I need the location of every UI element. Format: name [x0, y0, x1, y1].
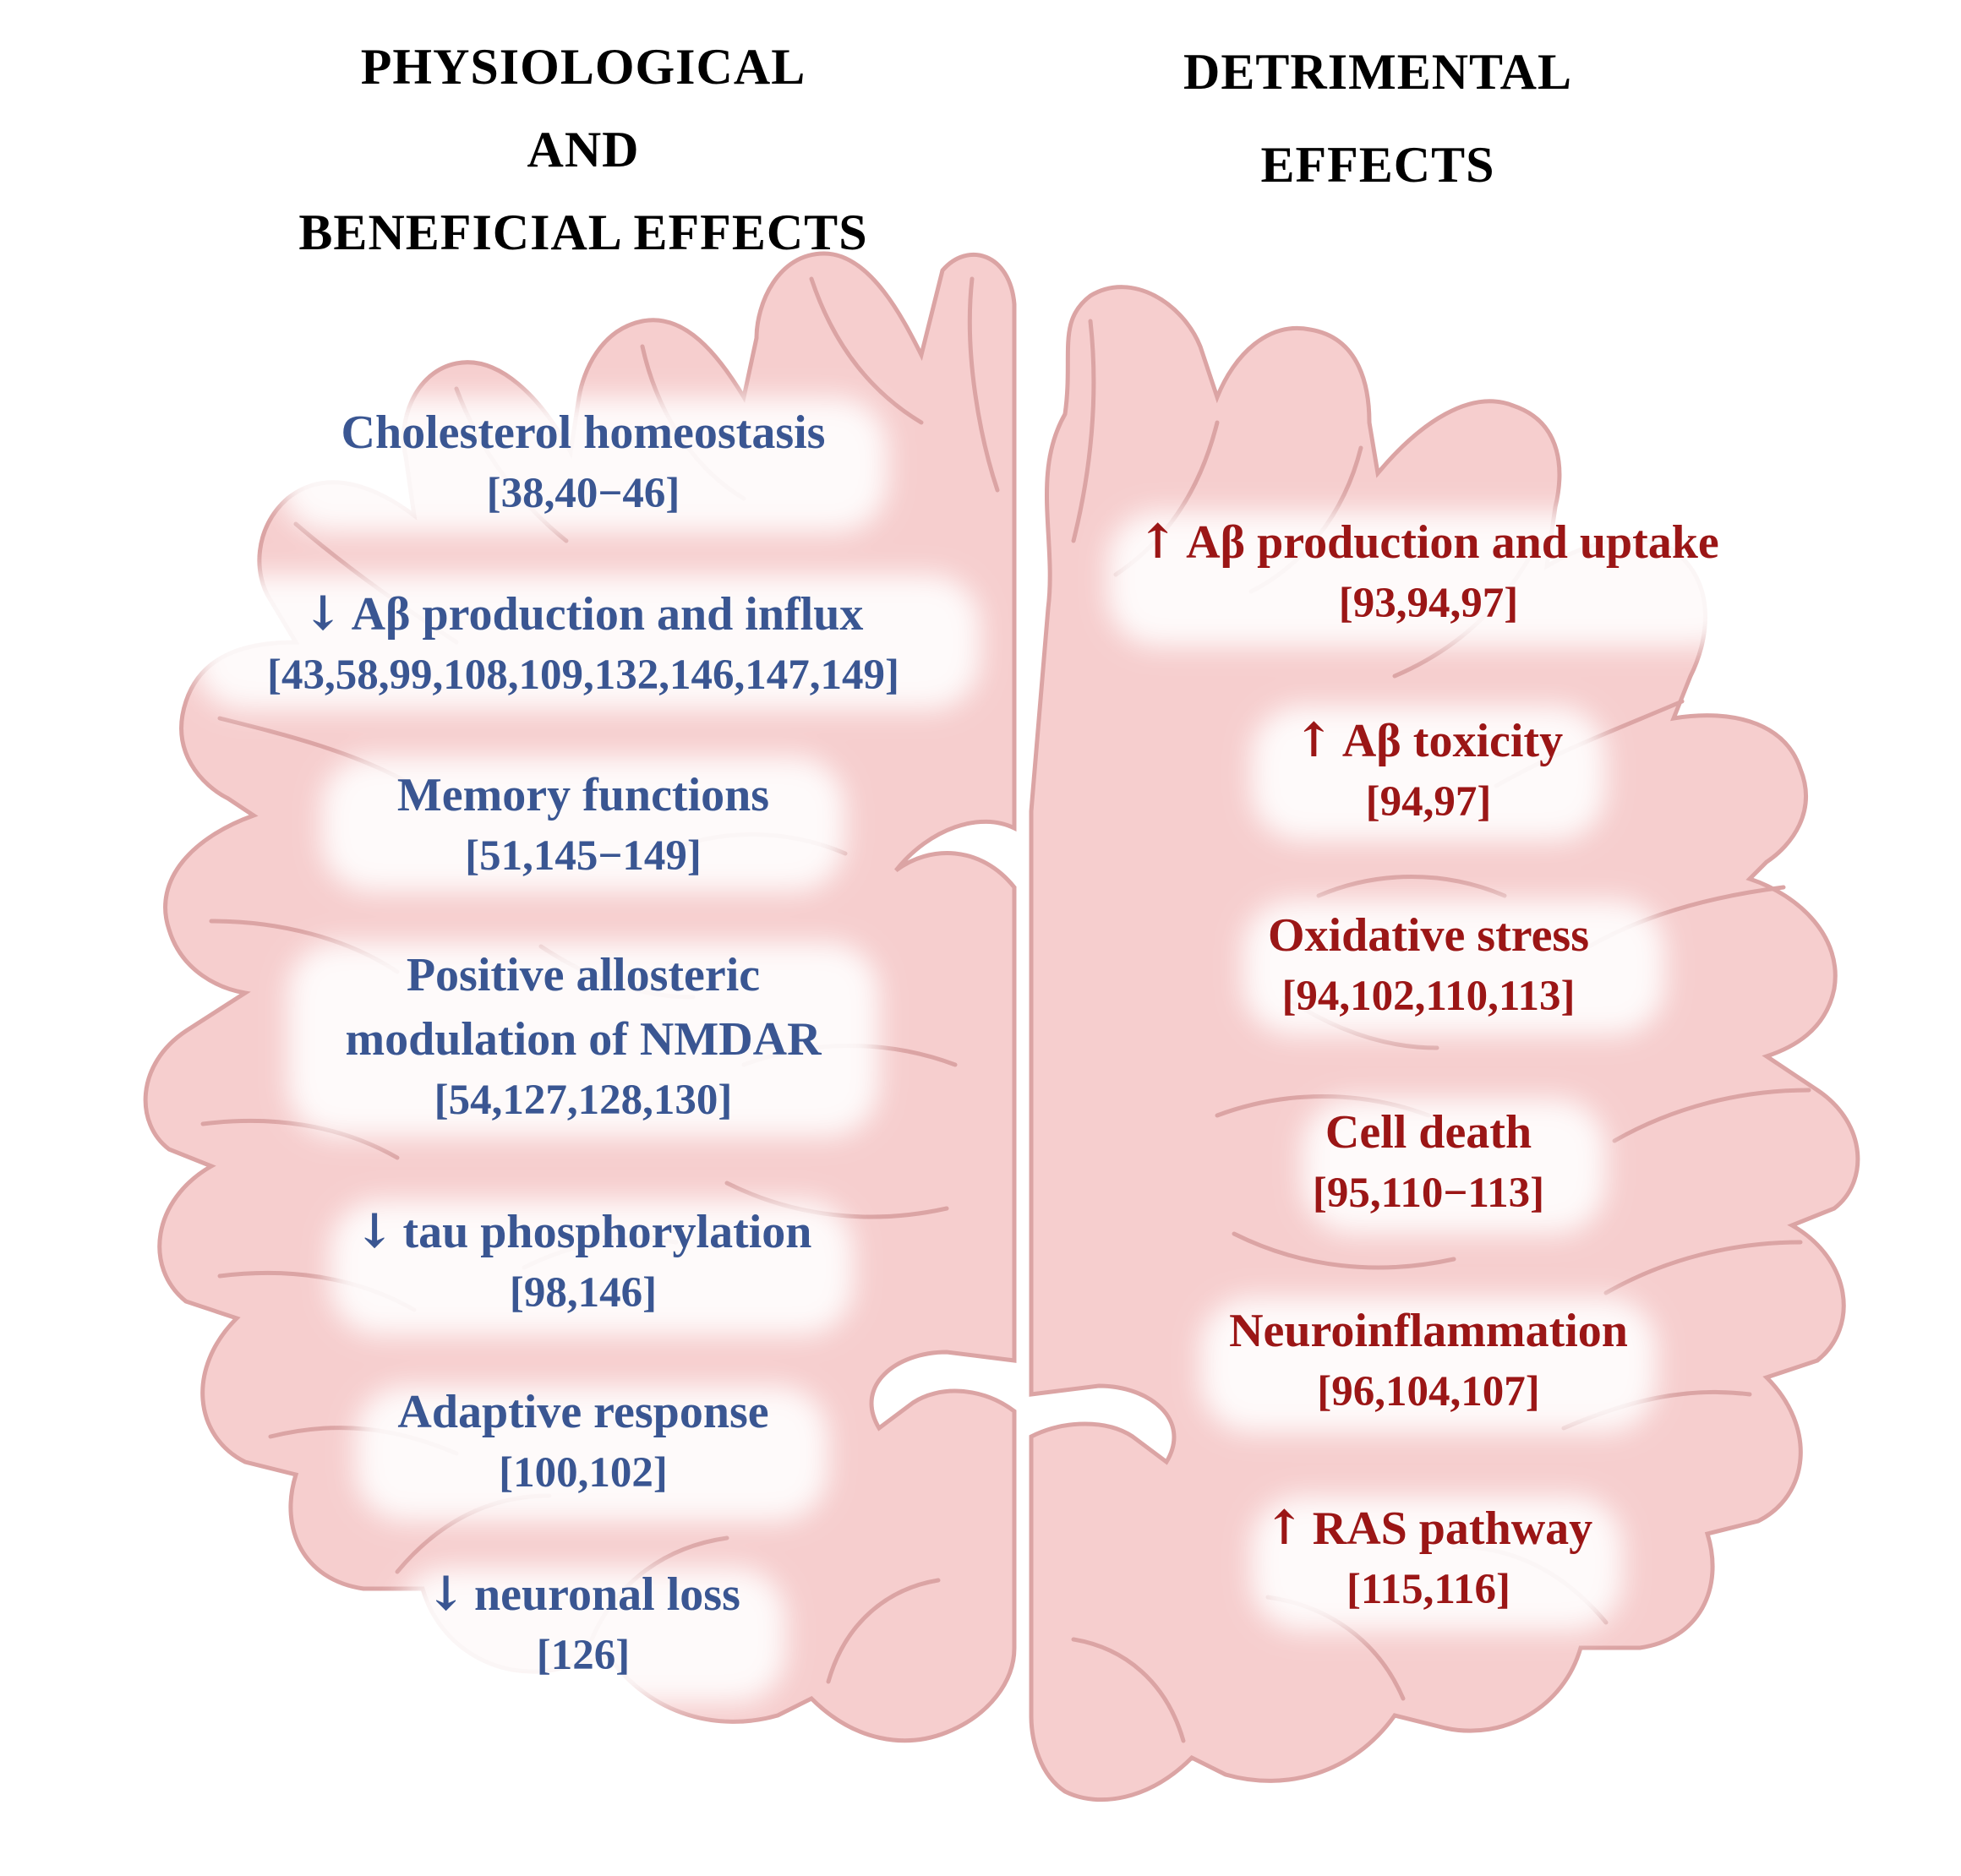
effect-label: Cell death: [1325, 1106, 1532, 1159]
effect-cholesterol-homeostasis: Cholesterol homeostasis [38,40−46]: [341, 401, 826, 522]
effect-references: [93,94,97]: [1338, 580, 1519, 627]
beneficial-effects-heading: PHYSIOLOGICAL AND BENEFICIAL EFFECTS: [161, 25, 1006, 274]
down-arrow-icon: ↓: [426, 1566, 467, 1622]
effect-references: [94,102,110,113]: [1281, 973, 1576, 1020]
effect-label: ↓tau phosphorylation: [354, 1203, 812, 1259]
detrimental-effects-heading: DETRIMENTAL EFFECTS: [955, 25, 1800, 211]
effect-references: [54,127,128,130]: [434, 1077, 733, 1124]
up-arrow-icon: ↑: [1138, 514, 1178, 570]
effect-label: ↓Aβ production and influx: [303, 586, 864, 641]
effect-references: [95,110−113]: [1312, 1170, 1545, 1217]
effect-neuroinflammation: Neuroinflammation [96,104,107]: [1229, 1299, 1628, 1421]
down-arrow-icon: ↓: [303, 586, 343, 641]
effect-label-line-2: modulation of NMDAR: [345, 1013, 822, 1066]
effect-references: [43,58,99,108,109,132,146,147,149]: [267, 652, 899, 699]
effect-adaptive-response: Adaptive response [100,102]: [397, 1380, 768, 1502]
effect-abeta-production-influx: ↓Aβ production and influx [43,58,99,108,…: [267, 581, 899, 704]
effect-tau-phosphorylation: ↓tau phosphorylation [98,146]: [355, 1199, 812, 1322]
heading-line: EFFECTS: [1260, 137, 1495, 193]
up-arrow-icon: ↑: [1264, 1500, 1304, 1556]
effect-references: [38,40−46]: [486, 470, 680, 517]
down-arrow-icon: ↓: [354, 1203, 395, 1259]
effect-references: [51,145−149]: [465, 832, 702, 880]
effect-ras-pathway: ↑RAS pathway [115,116]: [1265, 1496, 1592, 1618]
effect-label: Adaptive response: [397, 1386, 769, 1438]
effect-references: [126]: [536, 1632, 631, 1679]
heading-line: AND: [527, 122, 640, 177]
effect-label: ↓neuronal loss: [426, 1566, 740, 1622]
effect-label: Memory functions: [396, 769, 770, 821]
effect-oxidative-stress: Oxidative stress [94,102,110,113]: [1268, 903, 1589, 1025]
effect-cell-death: Cell death [95,110−113]: [1313, 1100, 1544, 1222]
effect-references: [100,102]: [499, 1449, 668, 1497]
effect-neuronal-loss: ↓neuronal loss [126]: [426, 1562, 740, 1684]
heading-line: BENEFICIAL EFFECTS: [298, 205, 868, 260]
effect-memory-functions: Memory functions [51,145−149]: [397, 763, 769, 885]
effect-references: [98,146]: [509, 1269, 658, 1317]
effect-label: Oxidative stress: [1267, 909, 1590, 962]
effect-label: Neuroinflammation: [1229, 1305, 1628, 1357]
heading-line: PHYSIOLOGICAL: [360, 39, 806, 95]
heading-line: DETRIMENTAL: [1183, 44, 1572, 100]
effect-references: [94,97]: [1365, 778, 1492, 826]
effect-references: [96,104,107]: [1317, 1368, 1540, 1415]
effect-abeta-toxicity: ↑Aβ toxicity [94,97]: [1294, 708, 1563, 831]
effect-abeta-production-uptake: ↑Aβ production and uptake [93,94,97]: [1138, 510, 1719, 632]
effect-label: Positive allosteric: [406, 949, 761, 1001]
effect-references: [115,116]: [1346, 1566, 1511, 1613]
effect-label: ↑Aβ toxicity: [1293, 712, 1564, 768]
effect-label: Cholesterol homeostasis: [341, 406, 826, 459]
effect-label: ↑RAS pathway: [1264, 1500, 1593, 1556]
label-glows: [194, 397, 1750, 1703]
effect-nmdar-modulation: Positive allosteric modulation of NMDAR …: [345, 943, 821, 1129]
effect-label: ↑Aβ production and uptake: [1138, 514, 1719, 570]
up-arrow-icon: ↑: [1293, 712, 1334, 768]
